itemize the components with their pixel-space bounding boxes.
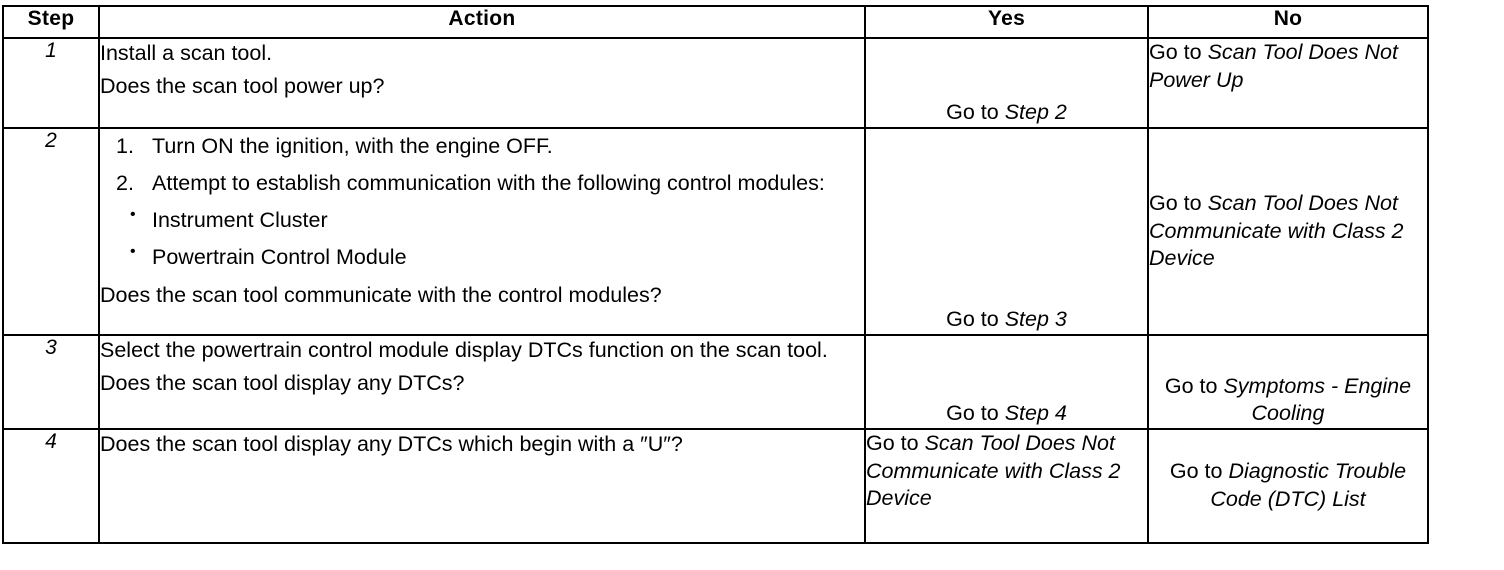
yes-prefix: Go to xyxy=(946,307,1005,332)
action-line: Install a scan tool. xyxy=(100,41,273,65)
column-header-yes: Yes xyxy=(864,5,1149,39)
table-body: 1 Install a scan tool. Does the scan too… xyxy=(2,37,1429,544)
no-reference: Go to Symptoms - Engine Cooling xyxy=(1149,373,1427,428)
action-line: Select the powertrain control module dis… xyxy=(100,338,828,362)
yes-target: Scan Tool Does Not Communicate with Clas… xyxy=(866,431,1121,511)
table-row: 4 Does the scan tool display any DTCs wh… xyxy=(2,428,1429,544)
table-header: Step Action Yes No xyxy=(2,5,1429,39)
action-numbered-list: 1. Turn ON the ignition, with the engine… xyxy=(100,133,864,198)
no-prefix: Go to xyxy=(1149,191,1208,216)
yes-cell: Go to Step 2 xyxy=(864,37,1149,129)
no-target: Symptoms - Engine Cooling xyxy=(1223,373,1412,426)
action-cell: Does the scan tool display any DTCs whic… xyxy=(98,428,866,544)
no-reference: Go to Scan Tool Does Not Power Up xyxy=(1149,39,1427,94)
yes-prefix: Go to xyxy=(866,431,925,455)
header-row: Step Action Yes No xyxy=(2,5,1429,39)
no-target: Scan Tool Does Not Power Up xyxy=(1149,40,1398,92)
action-question: Does the scan tool communicate with the … xyxy=(100,282,662,307)
yes-target: Step 4 xyxy=(1004,401,1067,426)
no-cell: Go to Scan Tool Does Not Communicate wit… xyxy=(1147,127,1429,336)
yes-reference: Go to Step 2 xyxy=(866,99,1147,127)
step-number: 4 xyxy=(2,428,100,544)
no-target: Diagnostic Trouble Code (DTC) List xyxy=(1210,459,1407,511)
action-cell: Install a scan tool. Does the scan tool … xyxy=(98,37,866,129)
yes-reference: Go to Step 3 xyxy=(866,306,1147,334)
no-cell: Go to Symptoms - Engine Cooling xyxy=(1147,334,1429,430)
list-number: 2. xyxy=(116,170,134,195)
column-header-no: No xyxy=(1147,5,1429,39)
action-question: Does the scan tool power up? xyxy=(100,73,385,98)
action-cell: 1. Turn ON the ignition, with the engine… xyxy=(98,127,866,336)
list-number: 1. xyxy=(116,134,134,158)
list-text: Instrument Cluster xyxy=(152,207,328,232)
yes-cell: Go to Step 4 xyxy=(864,334,1149,430)
no-prefix: Go to xyxy=(1149,40,1208,64)
action-cell: Select the powertrain control module dis… xyxy=(98,334,866,430)
list-item: 2. Attempt to establish communication wi… xyxy=(100,170,864,198)
bullet-icon: • xyxy=(130,205,136,223)
no-prefix: Go to xyxy=(1169,459,1229,484)
yes-target: Step 3 xyxy=(1004,307,1067,332)
list-text: Attempt to establish communication with … xyxy=(152,170,825,195)
step-number: 2 xyxy=(2,127,100,336)
no-prefix: Go to xyxy=(1164,373,1224,398)
yes-prefix: Go to xyxy=(946,100,1005,125)
column-header-step: Step xyxy=(2,5,100,39)
no-reference: Go to Scan Tool Does Not Communicate wit… xyxy=(1149,190,1427,273)
yes-target: Step 2 xyxy=(1004,100,1067,125)
diagnostic-table: Step Action Yes No 1 Install a scan tool… xyxy=(2,5,1429,544)
step-number: 3 xyxy=(2,334,100,430)
no-cell: Go to Diagnostic Trouble Code (DTC) List xyxy=(1147,428,1429,544)
action-question: Does the scan tool display any DTCs whic… xyxy=(100,432,683,456)
list-item: • Instrument Cluster xyxy=(100,205,864,235)
list-item: 1. Turn ON the ignition, with the engine… xyxy=(100,133,864,161)
yes-cell: Go to Step 3 xyxy=(864,127,1149,336)
step-number: 1 xyxy=(2,37,100,129)
table-row: 2 1. Turn ON the ignition, with the engi… xyxy=(2,127,1429,336)
yes-cell: Go to Scan Tool Does Not Communicate wit… xyxy=(864,428,1149,544)
no-cell: Go to Scan Tool Does Not Power Up xyxy=(1147,37,1429,129)
yes-reference: Go to Scan Tool Does Not Communicate wit… xyxy=(866,430,1147,513)
action-bullet-list: • Instrument Cluster • Powertrain Contro… xyxy=(100,205,864,272)
table-row: 3 Select the powertrain control module d… xyxy=(2,334,1429,430)
no-target: Scan Tool Does Not Communicate with Clas… xyxy=(1149,191,1404,271)
bullet-icon: • xyxy=(130,242,136,260)
list-text: Turn ON the ignition, with the engine OF… xyxy=(152,134,553,158)
column-header-action: Action xyxy=(98,5,866,39)
yes-reference: Go to Step 4 xyxy=(866,400,1147,428)
action-question: Does the scan tool display any DTCs? xyxy=(100,370,465,395)
table-row: 1 Install a scan tool. Does the scan too… xyxy=(2,37,1429,129)
list-item: • Powertrain Control Module xyxy=(100,242,864,272)
no-reference: Go to Diagnostic Trouble Code (DTC) List xyxy=(1149,458,1427,513)
list-text: Powertrain Control Module xyxy=(152,244,407,269)
yes-prefix: Go to xyxy=(946,401,1005,426)
